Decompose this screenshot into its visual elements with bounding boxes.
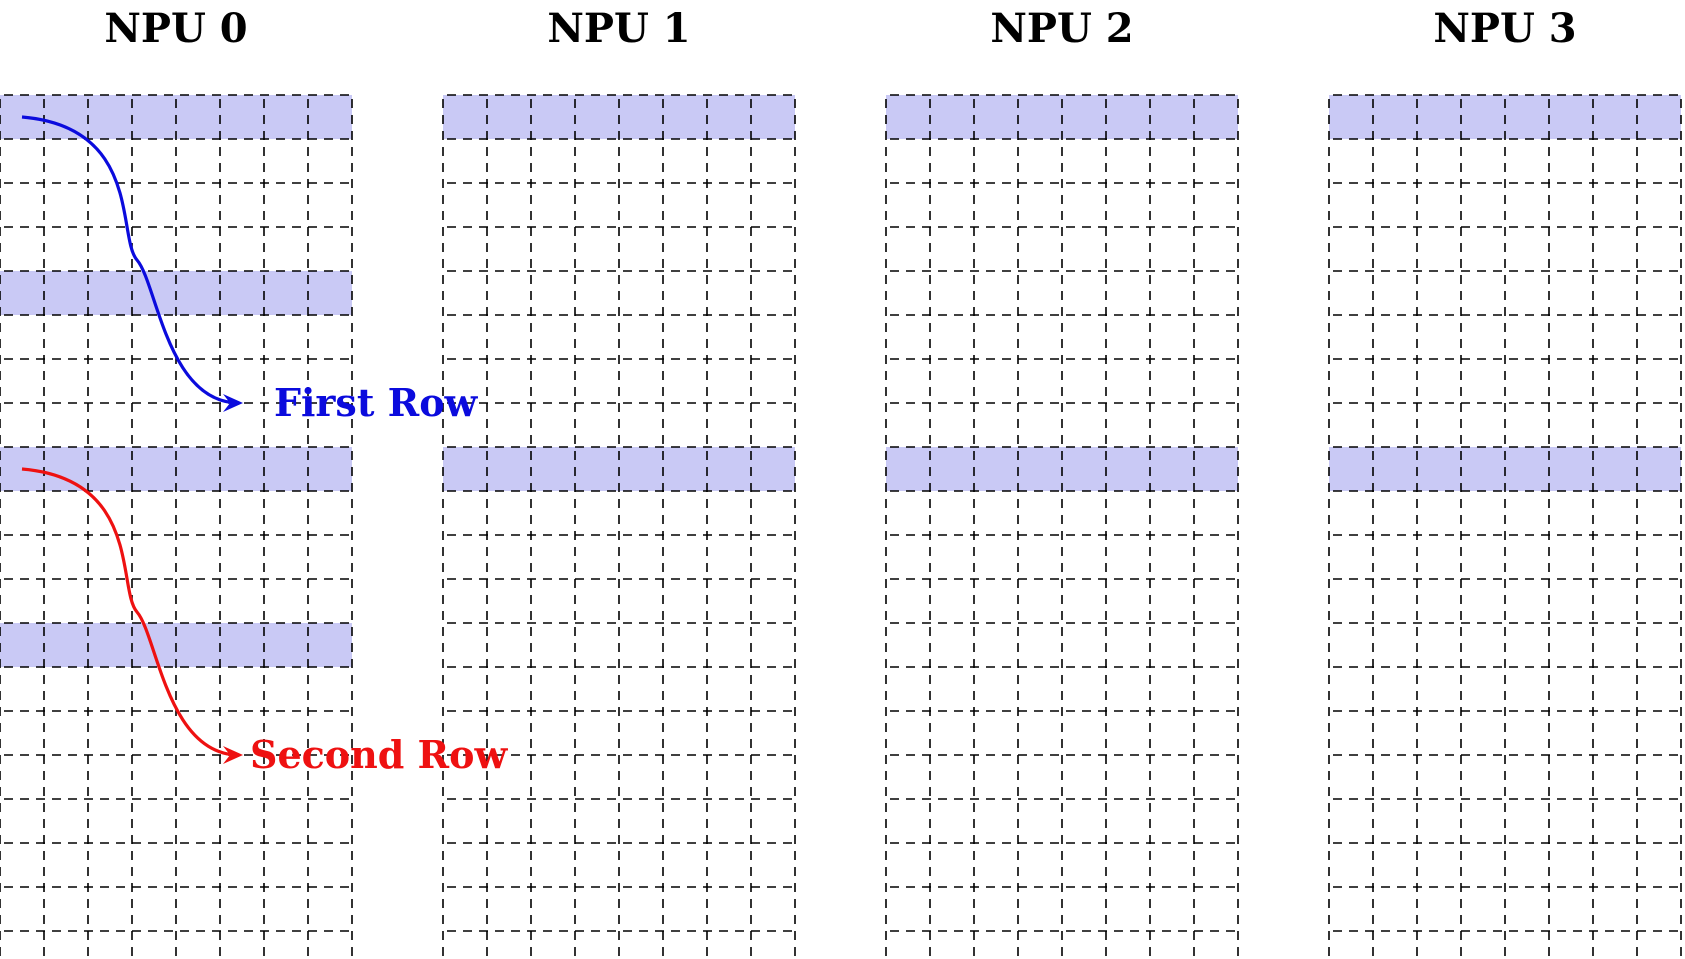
arrowhead-icon [223,746,243,764]
npu-panels: NPU 0 NPU 1 NPU 2 NPU 3 [0,5,1682,959]
arrow-annotation-0: First Row [21,115,479,425]
npu-title: NPU 0 [104,5,247,52]
npu-title: NPU 2 [990,5,1133,52]
curved-arrow [21,467,240,757]
curved-arrow [21,115,240,405]
npu-panel-3: NPU 3 [1328,5,1682,959]
row-label: Second Row [250,732,508,777]
memory-grid [1328,94,1682,959]
memory-grid [442,94,796,959]
row-label: First Row [274,380,479,425]
npu-title: NPU 1 [547,5,690,52]
arrow-annotation-1: Second Row [21,467,508,777]
npu-panel-2: NPU 2 [885,5,1239,959]
npu-panel-1: NPU 1 [442,5,796,959]
memory-grid [0,94,353,959]
npu-title: NPU 3 [1433,5,1576,52]
npu-panel-0: NPU 0 [0,5,353,959]
arrowhead-icon [223,394,243,412]
memory-grid [885,94,1239,959]
